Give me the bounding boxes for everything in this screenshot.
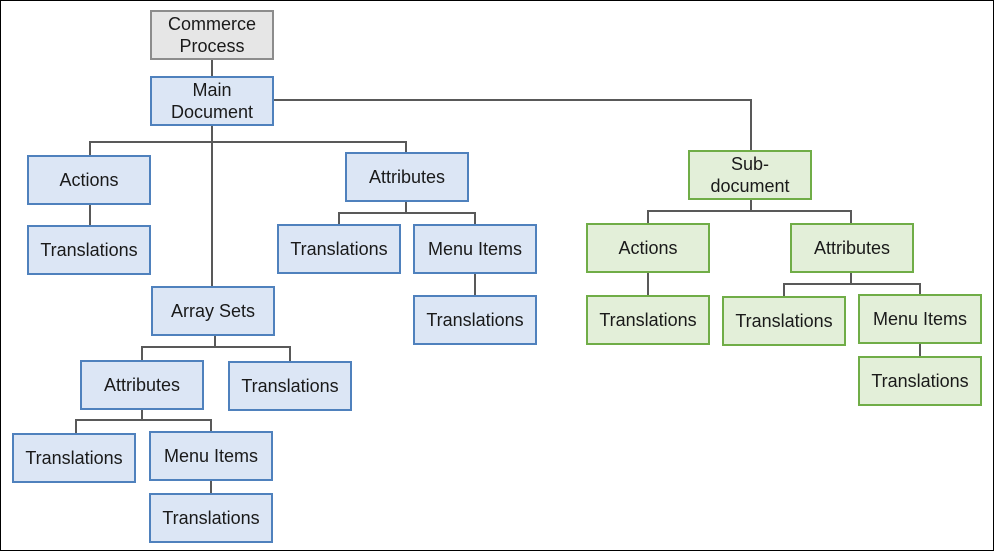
node-array-sets-menu-items-translations: Translations [149, 493, 273, 543]
node-main-menu-items-translations: Translations [413, 295, 537, 345]
node-array-sets-menu-items: Menu Items [149, 431, 273, 481]
node-sub-menu-items-translations: Translations [858, 356, 982, 406]
node-commerce-process: Commerce Process [150, 10, 274, 60]
node-array-sets-attributes: Attributes [80, 360, 204, 410]
node-sub-attributes-translations: Translations [722, 296, 846, 346]
node-main-actions: Actions [27, 155, 151, 205]
node-sub-menu-items: Menu Items [858, 294, 982, 344]
node-sub-actions-translations: Translations [586, 295, 710, 345]
node-main-document: Main Document [150, 76, 274, 126]
node-sub-document: Sub- document [688, 150, 812, 200]
node-main-attributes-translations: Translations [277, 224, 401, 274]
node-sub-attributes: Attributes [790, 223, 914, 273]
node-main-actions-translations: Translations [27, 225, 151, 275]
node-main-menu-items: Menu Items [413, 224, 537, 274]
node-array-sets: Array Sets [151, 286, 275, 336]
node-array-sets-translations: Translations [228, 361, 352, 411]
node-array-sets-attributes-translations: Translations [12, 433, 136, 483]
node-main-attributes: Attributes [345, 152, 469, 202]
node-sub-actions: Actions [586, 223, 710, 273]
